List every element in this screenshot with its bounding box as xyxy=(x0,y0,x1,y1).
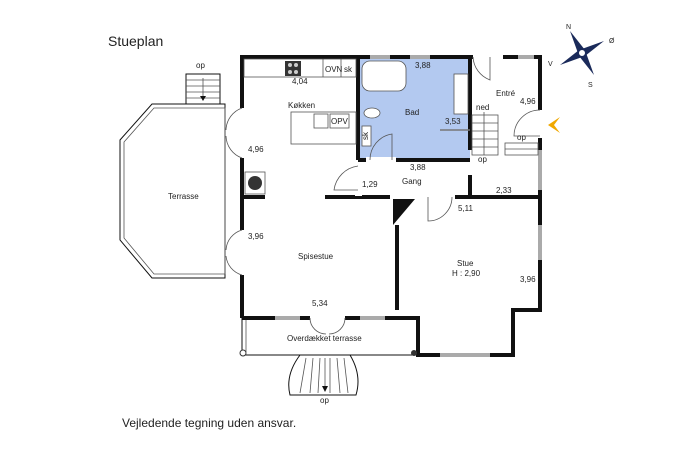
terrace-outline xyxy=(119,103,226,279)
stairs-down-label: ned xyxy=(476,103,489,112)
hall-dim-top: 3,88 xyxy=(410,163,426,172)
dining-dim-side: 3,96 xyxy=(248,232,264,241)
living-height: H : 2,90 xyxy=(452,269,481,278)
compass-rose-icon: N Ø S V xyxy=(548,24,615,89)
entry-arrow-icon xyxy=(548,117,560,133)
covered-terrace-steps-label: op xyxy=(320,396,329,405)
entrance-dim: 4,96 xyxy=(520,97,536,106)
kitchen-fixtures xyxy=(243,58,357,195)
living-dim-top: 5,11 xyxy=(458,204,474,213)
terrace-label: Terrasse xyxy=(168,192,199,201)
bath-fixtures xyxy=(361,60,470,147)
compass-n: N xyxy=(566,24,571,31)
compass-e: Ø xyxy=(609,38,615,45)
living-dim-side: 3,96 xyxy=(520,275,536,284)
bath-dim-top: 3,88 xyxy=(415,61,431,70)
covered-terrace xyxy=(239,318,418,396)
plan-title: Stueplan xyxy=(108,33,163,49)
dining-dim-bottom: 5,34 xyxy=(312,299,328,308)
entrance-stairs xyxy=(471,112,539,156)
dishwasher-label: OPV xyxy=(331,117,349,126)
kitchen-width: 4,04 xyxy=(292,77,308,86)
kitchen-label: Køkken xyxy=(288,101,315,110)
cabinet-label: sk xyxy=(344,65,353,74)
kitchen-height: 4,96 xyxy=(248,145,264,154)
doors xyxy=(225,56,541,335)
bath-dim-side: 3,53 xyxy=(445,117,461,126)
hall-dim-left: 1,29 xyxy=(362,180,378,189)
compass-w: V xyxy=(548,61,553,68)
oven-label: OVN xyxy=(325,65,343,74)
entrance-steps-label: op xyxy=(517,133,526,142)
entrance-label: Entré xyxy=(496,89,516,98)
hall-label: Gang xyxy=(402,177,422,186)
terrace-steps xyxy=(185,73,221,105)
stairs-up-label: op xyxy=(478,155,487,164)
dining-label: Spisestue xyxy=(298,252,334,261)
covered-terrace-label: Overdækket terrasse xyxy=(287,334,362,343)
compass-s: S xyxy=(588,82,593,89)
hall-dim-right: 2,33 xyxy=(496,186,512,195)
bath-label: Bad xyxy=(405,108,419,117)
chimney xyxy=(393,199,415,225)
living-label: Stue xyxy=(457,259,474,268)
bath-cabinet-label: sk xyxy=(361,131,370,140)
terrace-steps-label: op xyxy=(196,61,205,70)
windows xyxy=(275,55,542,357)
disclaimer: Vejledende tegning uden ansvar. xyxy=(122,416,296,430)
